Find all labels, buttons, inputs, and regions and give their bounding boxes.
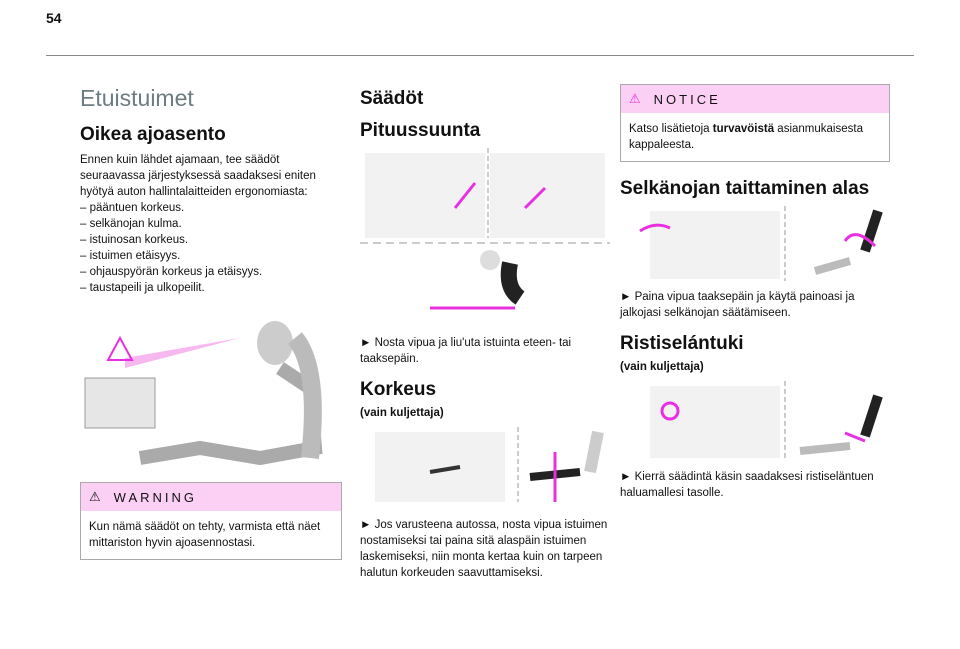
page-title: Etuistuimet <box>80 85 194 111</box>
notice-text-bold: turvavöistä <box>712 123 775 135</box>
warning-icon: ⚠ <box>89 489 104 504</box>
notice-box: ⚠ NOTICE Katso lisätietoja turvavöistä as… <box>620 84 890 162</box>
driving-position-illustration <box>84 321 323 466</box>
column-3: ⚠ NOTICE Katso lisätietoja turvavöistä as… <box>620 80 890 501</box>
notice-title: NOTICE <box>653 91 721 107</box>
section-heading: Säädöt <box>360 88 424 109</box>
page-number: 54 <box>46 10 62 26</box>
notice-text-post: asianmukaisesta kappaleesta. <box>629 123 863 151</box>
warning-title: WARNING <box>113 489 198 505</box>
list-item: taustapeili ja ulkopeilit. <box>80 280 342 296</box>
driver-only-note: (vain kuljettaja) <box>360 407 444 419</box>
list-item: pääntuen korkeus. <box>80 200 342 216</box>
notice-text-pre: Katso lisätietoja <box>629 123 713 135</box>
adjustment-list: pääntuen korkeus. selkänojan kulma. istu… <box>80 200 342 296</box>
warning-text: Kun nämä säädöt on tehty, varmista että … <box>89 521 321 549</box>
subsection-heading: Pituussuunta <box>360 120 481 141</box>
list-item: selkänojan kulma. <box>80 216 342 232</box>
backrest-instruction: ► Paina vipua taaksepäin ja käytä painoa… <box>620 291 855 319</box>
list-item: istuimen etäisyys. <box>80 248 342 264</box>
height-instruction: ► Jos varusteena autossa, nosta vipua is… <box>360 519 608 579</box>
lumbar-instruction: ► Kierrä säädintä käsin saadaksesi risti… <box>620 471 874 499</box>
backrest-fold-illustration <box>639 206 883 281</box>
height-adjust-illustration <box>375 427 604 502</box>
longitudinal-adjust-illustration <box>360 148 610 310</box>
list-item: ohjauspyörän korkeus ja etäisyys. <box>80 264 342 280</box>
warning-box: ⚠ WARNING Kun nämä säädöt on tehty, varmi… <box>80 482 342 560</box>
warning-triangle-icon: ⚠ <box>629 91 644 106</box>
driver-only-note: (vain kuljettaja) <box>620 361 704 373</box>
subsection-heading: Ristiselántuki <box>620 333 744 354</box>
column-2: Säädöt Pituussuunta ► Nosta vipua ja liu… <box>360 80 622 581</box>
list-item: istuinosan korkeus. <box>80 232 342 248</box>
header-rule <box>46 55 914 56</box>
intro-text: Ennen kuin lähdet ajamaan, tee säädöt se… <box>80 154 316 198</box>
lumbar-adjust-illustration <box>650 381 883 459</box>
section-heading: Oikea ajoasento <box>80 124 226 145</box>
longitudinal-instruction: ► Nosta vipua ja liu'uta istuinta eteen-… <box>360 337 572 365</box>
subsection-heading: Selkänojan taittaminen alas <box>620 178 870 199</box>
subsection-heading: Korkeus <box>360 379 437 400</box>
column-1: Etuistuimet Oikea ajoasento Ennen kuin l… <box>80 80 342 566</box>
notice-text: Katso lisätietoja turvavöistä asianmukai… <box>621 113 889 161</box>
